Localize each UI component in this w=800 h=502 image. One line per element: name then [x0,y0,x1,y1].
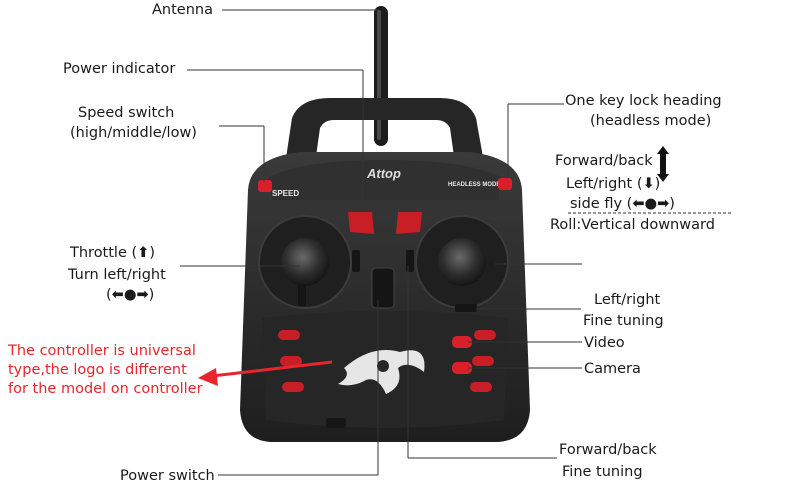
antenna-label: Antenna [152,2,213,18]
camera-label: Camera [584,361,641,377]
power-switch-label: Power switch [120,468,215,484]
forward-back-label: Forward/back [555,153,653,169]
emblem-logo [338,350,425,394]
up-arrow-icon: ⬆ [137,245,150,261]
note-line-2: type,the logo is different [8,362,187,378]
handle-shape [282,98,488,185]
one-key-lock-label: One key lock heading [565,93,722,109]
speed-switch-label: Speed switch [78,105,175,121]
down-arrow-icon: ⬇ [642,176,655,192]
headless-mode-label: (headless mode) [590,113,712,129]
roll-label: Roll:Vertical downward [550,217,715,233]
note-line-3: for the model on controller [8,381,203,397]
lr-fine-tuning-label: Fine tuning [583,313,664,329]
speed-switch-modes-label: (high/middle/low) [70,125,197,141]
fb-fine-tuning-label: Fine tuning [562,464,643,480]
video-label: Video [584,335,625,351]
side-fly-arrow-icon: ⬅●➡ [632,196,670,212]
left-stick [281,238,329,286]
left-right-label: Left/right (⬇) [566,176,661,192]
turn-arrows-label: (⬅●➡) [106,287,155,303]
left-right-arrow-icon: ⬅●➡ [111,287,149,303]
red-arrow [198,360,333,386]
headless-mode-text: HEADLESS MODE [448,182,500,188]
forward-back-arrows [657,146,669,182]
center-toggle [371,267,395,309]
video-button [452,336,472,348]
note-line-1: The controller is universal [8,343,196,359]
leader-lines [180,9,732,476]
right-stick [438,238,486,286]
lr-fine-label: Left/right [594,292,661,308]
speed-switch-text: SPEED [272,189,299,198]
side-fly-label: side fly (⬅●➡) [570,196,675,212]
turn-label: Turn left/right [68,267,166,283]
throttle-label: Throttle (⬆) [70,245,155,261]
fb-fine-label: Forward/back [559,442,657,458]
camera-button [452,362,472,374]
power-switch-shape [326,418,346,428]
brand-logo: Attop [366,166,401,181]
throttle-text: Throttle ( [70,245,138,261]
power-indicator-label: Power indicator [63,61,176,77]
